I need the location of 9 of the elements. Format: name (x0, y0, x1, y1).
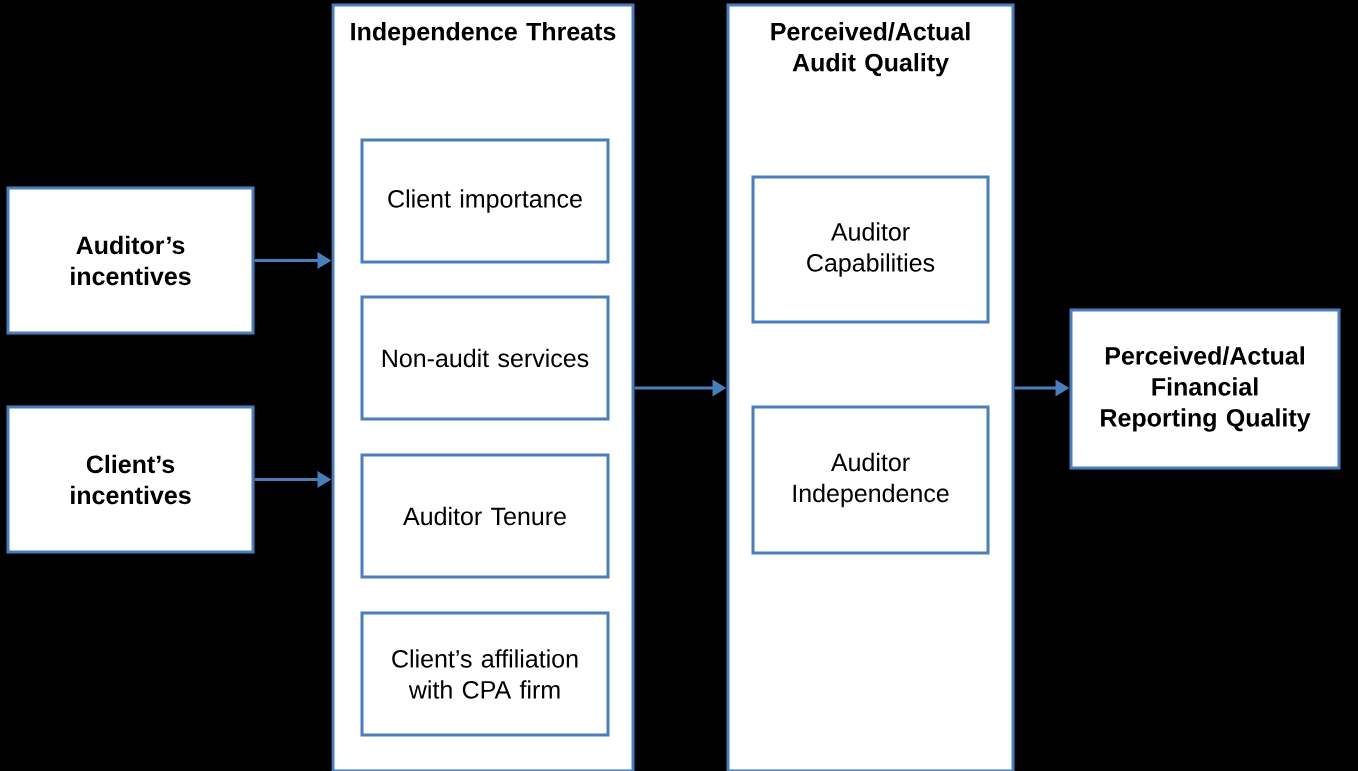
process-box: Client’s affiliation with CPA firm (360, 611, 610, 737)
process-box: Client importance (360, 138, 610, 264)
process-box: Auditor’s incentives (6, 186, 255, 335)
process-box: Non-audit services (360, 295, 610, 421)
process-box: Auditor Tenure (360, 453, 610, 579)
process-box: Client’s incentives (6, 405, 255, 554)
process-box: Perceived/Actual Financial Reporting Quality (1069, 308, 1341, 470)
process-box: Auditor Independence (751, 405, 990, 555)
process-box: Auditor Capabilities (751, 175, 990, 324)
